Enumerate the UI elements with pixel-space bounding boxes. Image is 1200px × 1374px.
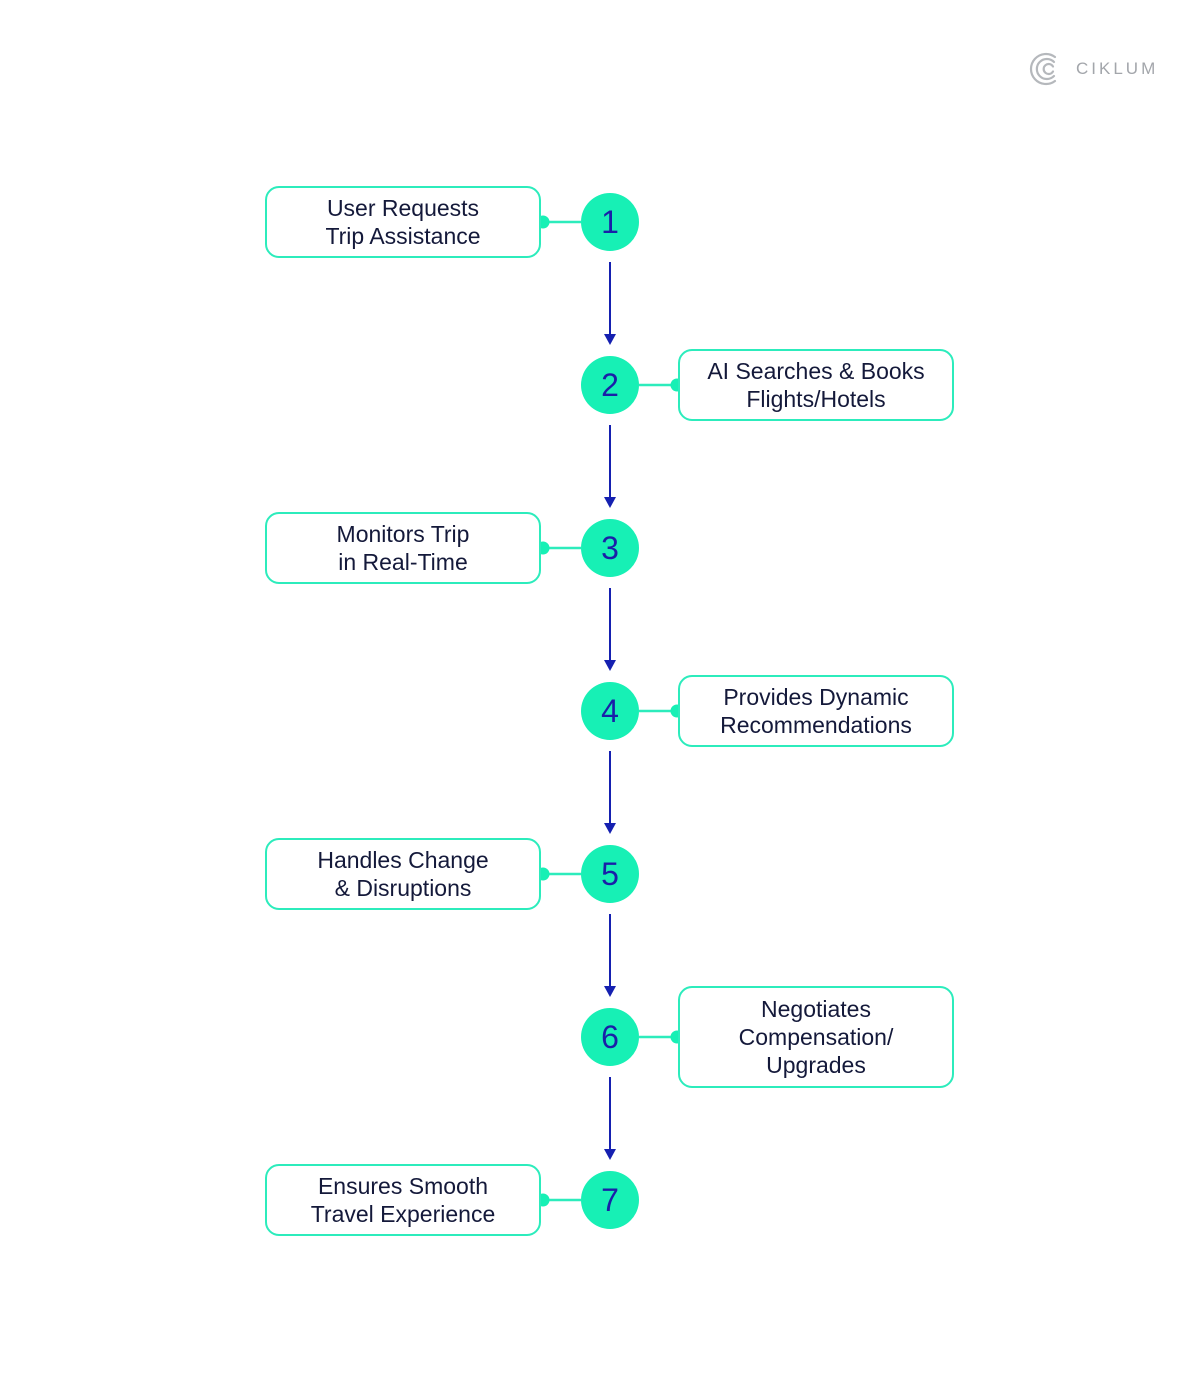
step-box-7: Ensures Smooth Travel Experience [265, 1164, 541, 1236]
step-box-4: Provides Dynamic Recommendations [678, 675, 954, 747]
flow-arrow-head-5 [604, 986, 616, 997]
step-circle-6: 6 [581, 1008, 639, 1066]
step-box-3: Monitors Trip in Real-Time [265, 512, 541, 584]
step-circle-7: 7 [581, 1171, 639, 1229]
step-number-3: 3 [601, 529, 619, 566]
flow-arrow-head-3 [604, 660, 616, 671]
step-number-7: 7 [601, 1181, 619, 1218]
step-number-6: 6 [601, 1018, 619, 1055]
step-number-1: 1 [601, 203, 619, 240]
step-circle-3: 3 [581, 519, 639, 577]
step-label-1: User Requests Trip Assistance [325, 195, 481, 249]
step-circle-2: 2 [581, 356, 639, 414]
brand-name: CIKLUM [1076, 59, 1159, 78]
step-circle-1: 1 [581, 193, 639, 251]
flow-arrow-head-6 [604, 1149, 616, 1160]
step-box-5: Handles Change & Disruptions [265, 838, 541, 910]
step-number-2: 2 [601, 366, 619, 403]
step-number-4: 4 [601, 692, 619, 729]
flow-arrow-head-4 [604, 823, 616, 834]
step-label-5: Handles Change & Disruptions [317, 847, 489, 901]
step-label-4: Provides Dynamic Recommendations [720, 684, 912, 738]
step-circle-5: 5 [581, 845, 639, 903]
ciklum-c-logo-icon [1029, 52, 1057, 86]
step-label-3: Monitors Trip in Real-Time [336, 521, 470, 575]
step-circle-4: 4 [581, 682, 639, 740]
step-number-5: 5 [601, 855, 619, 892]
ciklum-logo: CIKLUM [1028, 50, 1158, 88]
step-box-2: AI Searches & Books Flights/Hotels [678, 349, 954, 421]
step-box-1: User Requests Trip Assistance [265, 186, 541, 258]
flow-arrow-head-1 [604, 334, 616, 345]
step-label-7: Ensures Smooth Travel Experience [310, 1173, 496, 1227]
step-box-6: Negotiates Compensation/ Upgrades [678, 986, 954, 1088]
step-label-2: AI Searches & Books Flights/Hotels [707, 358, 925, 412]
flow-arrow-head-2 [604, 497, 616, 508]
step-label-6: Negotiates Compensation/ Upgrades [738, 996, 894, 1078]
